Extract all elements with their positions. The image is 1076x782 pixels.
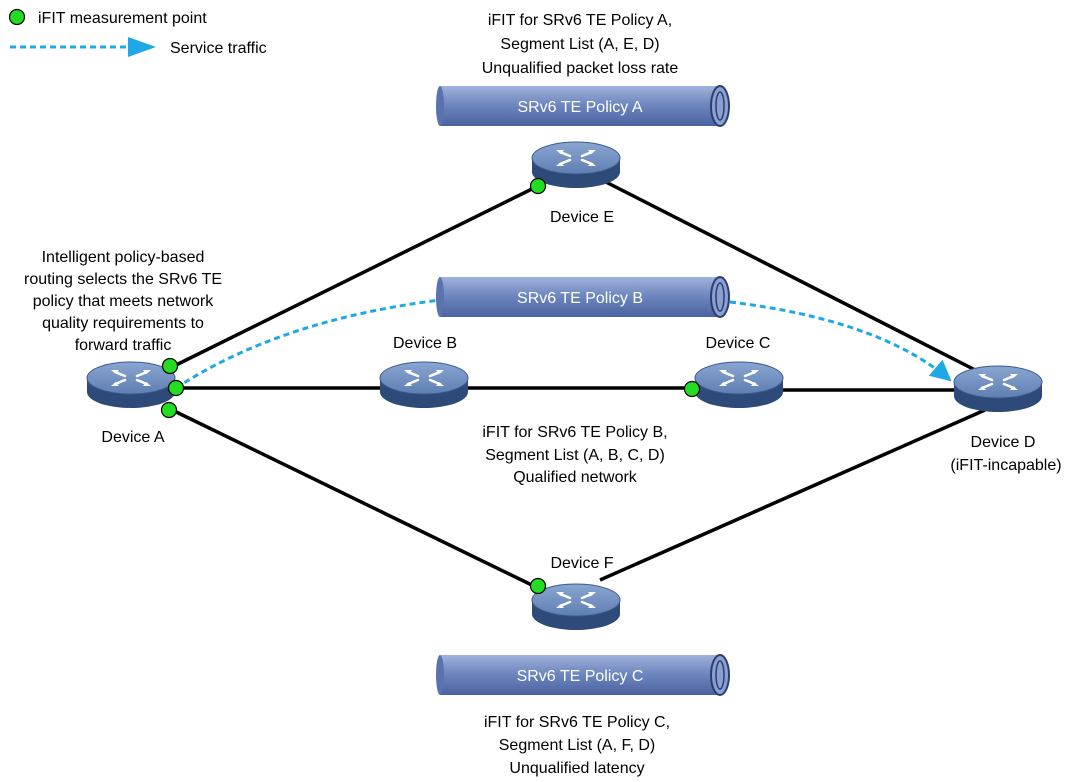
policy-b-desc: iFIT for SRv6 TE Policy B, Segment List … — [482, 424, 667, 486]
routing-note: Intelligent policy-based routing selects… — [24, 249, 222, 354]
device-a-label: Device A — [101, 429, 164, 446]
traffic-curve-left — [175, 298, 441, 390]
policy-b-label: SRv6 TE Policy B — [517, 290, 643, 307]
measurement-point-icon — [161, 357, 179, 375]
measurement-point-icon — [529, 177, 547, 195]
device-e-label: Device E — [550, 209, 614, 226]
router-icon-d — [952, 364, 1044, 414]
measurement-point-icon — [529, 577, 547, 595]
router-icon-e — [530, 140, 622, 190]
device-d-sublabel: (iFIT-incapable) — [950, 457, 1061, 474]
legend-measurement-point-icon — [8, 8, 26, 26]
legend-measurement-point-label: iFIT measurement point — [38, 10, 207, 27]
policy-a-pipe: SRv6 TE Policy A — [436, 85, 730, 127]
router-icon-b — [378, 360, 470, 410]
policy-a-desc: iFIT for SRv6 TE Policy A, Segment List … — [482, 12, 679, 77]
policy-c-desc-line: iFIT for SRv6 TE Policy C, — [484, 714, 670, 731]
routing-note-line: forward traffic — [75, 337, 172, 354]
routing-note-line: quality requirements to — [42, 315, 204, 332]
link-e-d — [597, 176, 986, 377]
device-b-label: Device B — [393, 335, 457, 352]
policy-a-label: SRv6 TE Policy A — [517, 99, 642, 116]
routing-note-line: routing selects the SRv6 TE — [24, 271, 222, 288]
links — [167, 176, 986, 590]
device-d-label: Device D — [971, 434, 1036, 451]
legend-traffic-label: Service traffic — [170, 40, 267, 57]
link-a-f — [167, 406, 539, 590]
router-icon-c — [693, 360, 785, 410]
link-f-d — [599, 408, 986, 582]
policy-c-desc-line: Segment List (A, F, D) — [499, 737, 656, 754]
policy-c-desc: iFIT for SRv6 TE Policy C, Segment List … — [484, 714, 670, 777]
policy-b-desc-line: iFIT for SRv6 TE Policy B, — [482, 424, 667, 441]
policy-b-pipe: SRv6 TE Policy B — [436, 276, 730, 318]
router-icon-a — [85, 360, 177, 410]
policy-b-desc-line: Qualified network — [513, 469, 638, 486]
measurement-point-icon — [167, 379, 185, 397]
routing-note-line: Intelligent policy-based — [42, 249, 205, 266]
device-c-label: Device C — [706, 335, 771, 352]
measurement-point-icon — [683, 380, 701, 398]
policy-a-desc-line: Segment List (A, E, D) — [500, 36, 659, 53]
policy-c-label: SRv6 TE Policy C — [517, 668, 644, 685]
link-a-e — [169, 184, 539, 370]
policy-a-desc-line: Unqualified packet loss rate — [482, 60, 679, 77]
measurement-point-icon — [160, 401, 178, 419]
routing-note-line: policy that meets network — [33, 293, 215, 310]
legend-arrow-icon — [128, 37, 156, 57]
traffic-curve-right — [729, 300, 952, 382]
measurement-points — [160, 177, 701, 595]
policy-c-pipe: SRv6 TE Policy C — [436, 654, 730, 696]
policy-a-desc-line: iFIT for SRv6 TE Policy A, — [488, 12, 672, 29]
router-icon-f — [530, 582, 622, 632]
legend: iFIT measurement point Service traffic — [8, 8, 267, 57]
service-traffic-path — [175, 298, 952, 390]
policy-c-desc-line: Unqualified latency — [509, 760, 644, 777]
device-f-label: Device F — [550, 555, 613, 572]
policy-b-desc-line: Segment List (A, B, C, D) — [485, 447, 665, 464]
